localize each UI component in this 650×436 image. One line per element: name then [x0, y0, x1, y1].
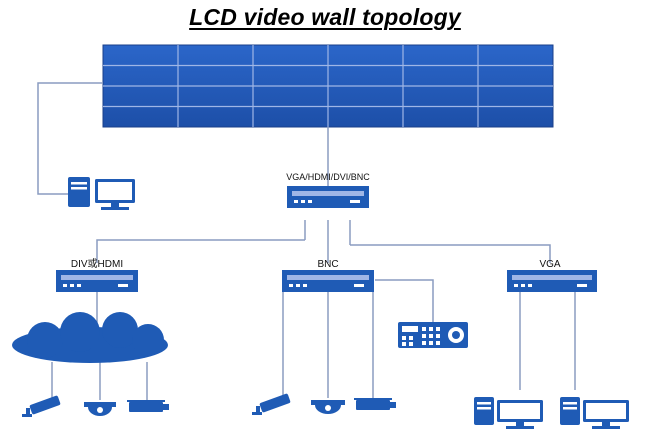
- vga-computer-icon-1: [474, 397, 543, 429]
- cameras-left: [22, 395, 169, 417]
- bnc-label: BNC: [317, 259, 338, 270]
- box-camera-icon: [127, 400, 169, 412]
- ptz-keyboard-icon: [398, 322, 468, 348]
- network-cloud-icon: [12, 312, 168, 363]
- dome-camera-icon: [84, 402, 116, 416]
- vga-label: VGA: [539, 259, 560, 270]
- dome-camera-icon: [311, 400, 345, 414]
- box-camera-icon: [354, 398, 396, 410]
- cameras-center: [252, 393, 396, 415]
- vga-computer-icon-2: [560, 397, 629, 429]
- main-processor-label: VGA/HDMI/DVI/BNC: [286, 172, 370, 182]
- dvi-hdmi-processor: DIV或HDMI: [56, 258, 138, 292]
- operator-computer-icon: [68, 177, 135, 210]
- bullet-camera-icon: [252, 393, 291, 415]
- video-wall: [102, 44, 554, 128]
- connection-lines: [37, 82, 576, 400]
- bnc-processor: BNC: [282, 259, 374, 292]
- main-processor: VGA/HDMI/DVI/BNC: [286, 172, 370, 208]
- page-title: LCD video wall topology: [189, 4, 461, 30]
- bullet-camera-icon: [22, 395, 61, 417]
- vga-processor: VGA: [507, 259, 597, 292]
- dvi-hdmi-label: DIV或HDMI: [71, 258, 123, 270]
